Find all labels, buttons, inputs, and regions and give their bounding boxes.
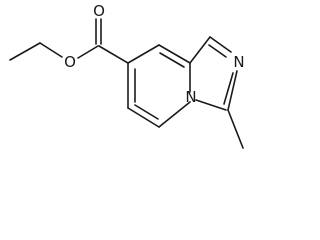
chemical-structure-diagram: O O N N [9,2,245,149]
atom-label-oxygen-carbonyl: O [93,2,105,20]
bond-carbonyl-ring [98,45,129,64]
pyridine-ring [127,44,191,128]
atom-label-oxygen-ester: O [64,53,76,71]
imid-bond-3 [227,70,238,111]
ring-bond-2-inner [159,52,185,68]
imid-bond-3-inner [223,72,234,105]
bond-o-carbonyl [77,45,99,59]
imid-bond-2-inner [208,44,227,58]
atom-label-nitrogen-imidazole: N [233,53,244,71]
ring-bond-5 [127,107,160,128]
bond-ch3-ch2 [9,42,41,61]
bond-methyl [227,109,244,149]
imid-bond-2 [209,36,232,53]
imid-bond-1 [189,36,211,64]
imid-bond-4 [195,99,227,111]
ring-bond-2 [158,44,191,64]
ring-bond-1 [127,44,160,64]
atom-labels: O O N N [64,2,245,106]
atom-label-nitrogen-bridgehead: N [185,88,196,106]
ring-bond-4 [158,101,191,128]
bond-ch2-o [39,42,63,58]
imidazole-ring [189,36,244,149]
ring-bond-5-inner [134,104,159,120]
ethyl-ester-group [9,18,129,64]
